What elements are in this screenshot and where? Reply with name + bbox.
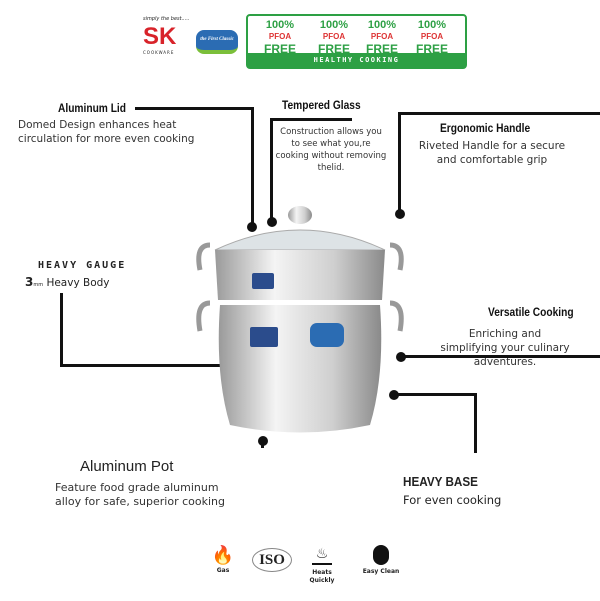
brand-tagline: simply the best..... <box>143 16 190 22</box>
gauge-title: HEAVY GAUGE <box>38 260 127 271</box>
pot-image <box>196 206 404 433</box>
base-title: HEAVY BASE <box>403 474 478 489</box>
iso-icon: ISO <box>252 548 292 572</box>
partner-name: the First Classic <box>200 37 234 42</box>
lid-title: Aluminum Lid <box>58 101 126 115</box>
brand-sub: COOKWARE <box>143 50 175 55</box>
gauge-detail: 3mm Heavy Body <box>25 275 110 289</box>
heat-icon: ♨ <box>312 545 332 565</box>
heat-feature: ♨Heats Quickly <box>309 545 335 584</box>
handle-text: Riveted Handle for a secure and comforta… <box>418 140 566 166</box>
pot-title: Aluminum Pot <box>80 458 174 475</box>
glass-text: Construction allows you to see what you,… <box>275 127 387 173</box>
handle-title: Ergonomic Handle <box>440 121 531 135</box>
glass-title: Tempered Glass <box>282 98 361 112</box>
brand-logo: simply the best..... SK COOKWARE <box>143 16 193 56</box>
lid-text: Domed Design enhances heat circulation f… <box>18 119 195 145</box>
clean-feature: Easy Clean <box>361 545 401 576</box>
versatile-title: Versatile Cooking <box>488 305 574 319</box>
badge-footer: HEALTHY COOKING <box>248 53 465 67</box>
iso-feature: ISO <box>252 548 292 572</box>
pot-text: Feature food grade aluminum alloy for sa… <box>55 481 225 508</box>
flame-icon: 🔥 <box>211 545 235 566</box>
clean-icon <box>373 545 389 565</box>
gas-feature: 🔥Gas <box>203 545 243 575</box>
base-text: For even cooking <box>403 493 502 507</box>
versatile-text: Enriching and simplifying your culinary … <box>440 328 570 368</box>
brand-name: SK <box>143 23 177 50</box>
partner-logo: the First Classic <box>196 30 238 54</box>
